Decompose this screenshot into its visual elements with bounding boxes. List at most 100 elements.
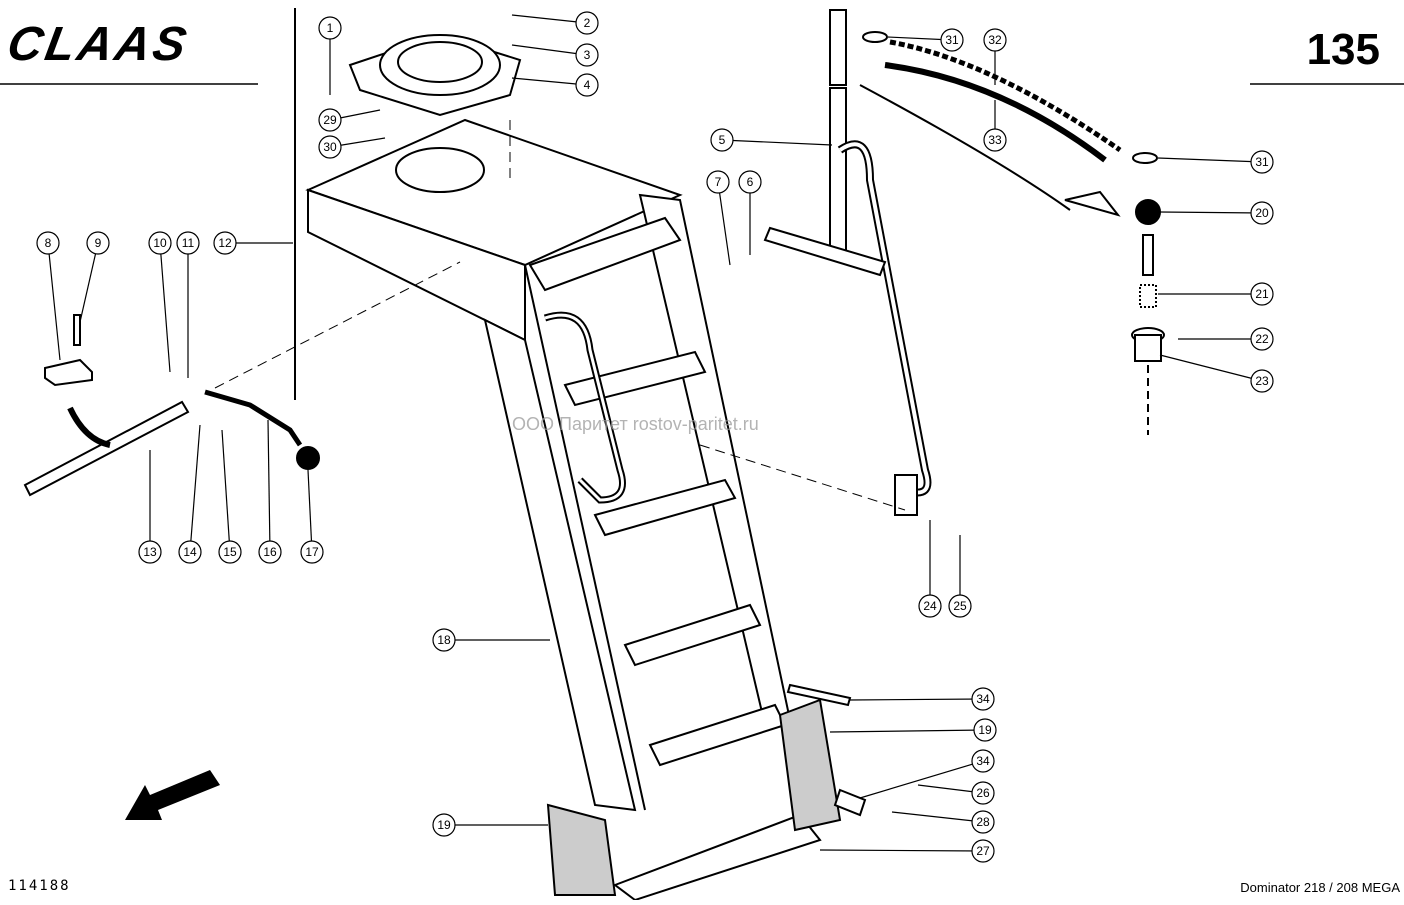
ladder-assembly xyxy=(305,118,822,902)
chain xyxy=(889,39,1122,153)
callout-leader xyxy=(1159,354,1263,382)
callout-circle xyxy=(432,813,456,837)
callout-circle xyxy=(983,28,1007,52)
callout-number: 31 xyxy=(1255,155,1269,169)
callout-9: 9 xyxy=(79,231,110,323)
callout-circle xyxy=(710,128,734,152)
callout-number: 2 xyxy=(584,16,591,30)
callout-number: 14 xyxy=(183,545,197,559)
callout-23: 23 xyxy=(1159,354,1274,393)
callout-circle xyxy=(138,540,162,564)
callout-number: 10 xyxy=(153,236,167,250)
callout-29: 29 xyxy=(318,108,381,132)
callout-leader xyxy=(721,139,833,146)
callout-circle xyxy=(940,28,964,52)
callout-6: 6 xyxy=(738,170,762,255)
chain-assembly xyxy=(859,31,1158,217)
lever-knob xyxy=(296,446,320,470)
page-number: 135 xyxy=(1307,25,1380,74)
callout-18: 18 xyxy=(432,628,550,652)
callout-circle xyxy=(575,43,599,67)
model-label: Dominator 218 / 208 MEGA xyxy=(1240,880,1400,895)
callout-leader xyxy=(849,698,984,701)
callout-leader xyxy=(717,181,731,266)
bottom-plates xyxy=(546,683,867,896)
callout-number: 27 xyxy=(976,844,990,858)
ladder-step xyxy=(648,703,787,767)
rail-post-lower xyxy=(829,87,847,259)
callout-12: 12 xyxy=(213,231,293,255)
callout-circle xyxy=(300,540,324,564)
callout-21: 21 xyxy=(1158,282,1274,306)
callout-32: 32 xyxy=(983,28,1007,85)
ladder-step-bottom xyxy=(612,813,822,902)
rail-post xyxy=(829,9,847,86)
callout-25: 25 xyxy=(948,535,972,618)
callout-31: 31 xyxy=(1157,150,1274,174)
chain-link xyxy=(862,31,888,43)
linkage-assembly xyxy=(23,8,320,497)
callout-circle xyxy=(948,594,972,618)
ladder-left-stringer xyxy=(483,318,637,812)
callout-circle xyxy=(318,108,342,132)
callout-30: 30 xyxy=(318,135,386,159)
callout-number: 31 xyxy=(945,33,959,47)
callout-number: 15 xyxy=(223,545,237,559)
ladder-step xyxy=(593,478,737,537)
callout-34: 34 xyxy=(859,749,995,799)
callout-circle xyxy=(1250,327,1274,351)
bushing-body xyxy=(1134,334,1162,362)
callout-circle xyxy=(1250,369,1274,393)
callout-number: 18 xyxy=(437,633,451,647)
callout-number: 3 xyxy=(584,48,591,62)
callout-34: 34 xyxy=(849,687,995,711)
callout-17: 17 xyxy=(300,469,324,564)
callout-circle xyxy=(86,231,110,255)
callout-number: 28 xyxy=(976,815,990,829)
brand-logo: CLAAS xyxy=(3,17,193,71)
callout-27: 27 xyxy=(819,839,995,863)
direction-arrow xyxy=(859,84,1071,211)
callout-8: 8 xyxy=(36,231,61,361)
ladder-rail xyxy=(524,264,646,811)
callout-number: 16 xyxy=(263,545,277,559)
callout-leader xyxy=(819,849,984,852)
knob-assembly xyxy=(1131,199,1165,435)
callout-number: 8 xyxy=(45,236,52,250)
callout-leader xyxy=(1159,211,1263,214)
callout-circle xyxy=(738,170,762,194)
callout-10: 10 xyxy=(148,231,172,373)
rail-foot xyxy=(894,474,918,516)
side-plate xyxy=(778,698,842,832)
callout-circle xyxy=(432,628,456,652)
rail-tube xyxy=(837,140,932,497)
callout-circle xyxy=(1250,201,1274,225)
header: CLAAS 135 xyxy=(0,17,1404,85)
ladder-step xyxy=(528,216,682,292)
bracket-plate xyxy=(786,683,852,707)
callout-circle xyxy=(973,718,997,742)
callout-15: 15 xyxy=(218,429,242,564)
callout-circle xyxy=(706,170,730,194)
callout-19: 19 xyxy=(432,813,548,837)
callout-circle xyxy=(971,781,995,805)
callout-number: 19 xyxy=(978,723,992,737)
callout-circle xyxy=(983,128,1007,152)
flange-ring-inner xyxy=(397,41,483,83)
callout-1: 1 xyxy=(318,16,342,95)
callout-circle xyxy=(971,839,995,863)
clamp-block xyxy=(44,358,93,387)
front-direction-arrow xyxy=(125,770,220,820)
callout-number: 32 xyxy=(988,33,1002,47)
callout-5: 5 xyxy=(710,128,833,152)
callout-13: 13 xyxy=(138,450,162,564)
callout-leader xyxy=(189,424,201,553)
callout-leader xyxy=(159,242,171,373)
ladder-step xyxy=(623,603,762,667)
callout-leader xyxy=(511,44,588,56)
side-handrail xyxy=(763,9,932,516)
callout-7: 7 xyxy=(706,170,731,266)
callout-circle xyxy=(318,135,342,159)
callout-14: 14 xyxy=(178,424,202,564)
